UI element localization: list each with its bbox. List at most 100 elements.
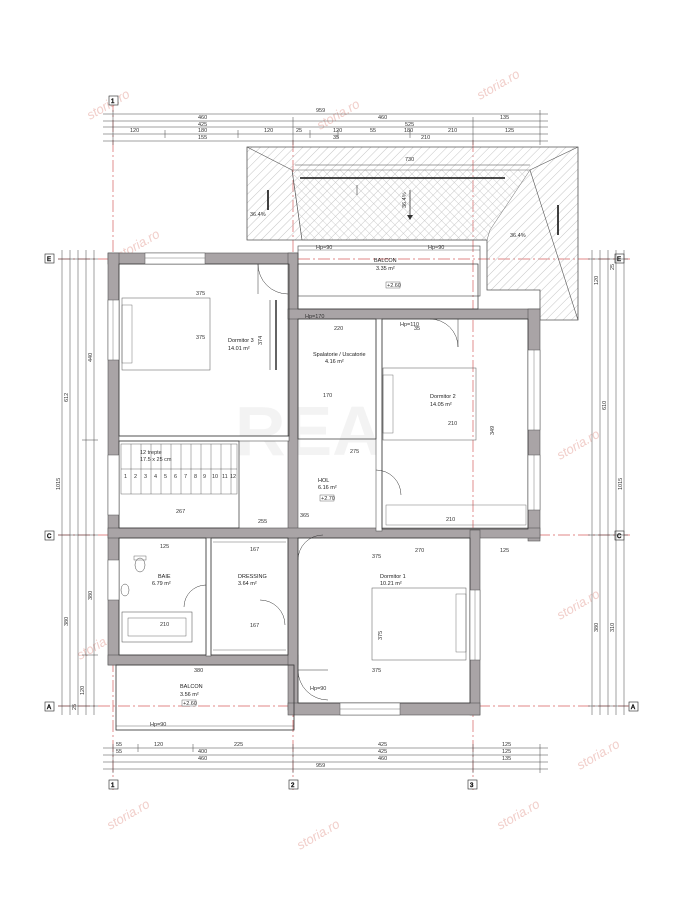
dim-label: 375 (372, 668, 381, 674)
dim-label: 120 (333, 128, 342, 134)
dim-label: 120 (130, 128, 139, 134)
dim-label: 35 (333, 135, 339, 141)
room-name: BALCON (180, 684, 203, 690)
room-name: HOL (318, 478, 329, 484)
dim-label: 612 (64, 393, 70, 402)
dim-label: 25 (610, 264, 616, 270)
dim-label: 167 (250, 547, 259, 553)
dim-label: 349 (490, 426, 496, 435)
watermark-text: storia.ro (294, 816, 342, 852)
axis-label-3: 3 (470, 783, 474, 789)
axis-label-a: A (47, 705, 51, 711)
dim-label: 460 (198, 756, 207, 762)
dim-label: 425 (378, 742, 387, 748)
step-number: 12 (230, 474, 236, 480)
level-tag: Hp=170 (305, 314, 324, 320)
roof-slope: 36.4% (510, 233, 526, 239)
dim-label: 380 (88, 591, 94, 600)
dim-label: 220 (334, 326, 343, 332)
watermark-text: storia.ro (554, 426, 602, 462)
dim-label: 1015 (618, 478, 624, 490)
right-dimension-labels: 610 1015 380 310 120 25 (594, 264, 624, 632)
level-tag: +2.70 (321, 496, 335, 502)
axis-label-e-right: E (617, 257, 621, 263)
dim-label: 375 (378, 631, 384, 640)
axis-label-2: 2 (291, 783, 295, 789)
dim-label: 440 (88, 353, 94, 362)
dim-label: 180 (198, 128, 207, 134)
room-name: BALCON (374, 258, 397, 264)
level-tag: Hp=110 (400, 322, 419, 328)
dim-label: 425 (198, 122, 207, 128)
dim-label: 460 (378, 756, 387, 762)
axis-label-a-right: A (631, 705, 635, 711)
room-area: 3.64 m² (238, 581, 257, 587)
dim-label: 120 (154, 742, 163, 748)
level-tag: +2.60 (183, 701, 197, 707)
dim-label: 155 (198, 135, 207, 141)
room-area: 3.56 m² (180, 692, 199, 698)
balcony-top: BALCON 3.35 m² +2.60 Hp=90 Hp=90 (297, 245, 481, 297)
step-number: 7 (184, 474, 187, 480)
dim-label: 365 (300, 513, 309, 519)
dim-label: 170 (323, 393, 332, 399)
stair-name: 12 trepte (140, 450, 162, 456)
room-area: 3.35 m² (376, 266, 395, 272)
dim-label: 400 (198, 749, 207, 755)
bottom-dimensions (103, 744, 548, 773)
dim-label: 25 (296, 128, 302, 134)
roof-slope: 36.4% (402, 192, 408, 208)
watermark-text: storia.ro (474, 66, 522, 102)
room-name: BAIE (158, 574, 171, 580)
watermark-text: storia.ro (494, 796, 542, 832)
room-spalatorie: Spalatorie / Uscatorie 4.16 m² 220 170 H… (305, 314, 366, 399)
axis-label-1-top: 1 (111, 99, 115, 105)
step-number: 3 (144, 474, 147, 480)
step-number: 9 (203, 474, 206, 480)
level-tag: Hp=90 (428, 245, 444, 251)
dim-label: 55 (116, 749, 122, 755)
roof-slope: 36.4% (250, 212, 266, 218)
level-tag: Hp=90 (316, 245, 332, 251)
dim-label: 125 (160, 544, 169, 550)
dim-label: 120 (80, 686, 86, 695)
bottom-dimension-labels: 55 120 225 425 125 55 400 425 125 460 46… (116, 742, 511, 769)
dim-label: 120 (264, 128, 273, 134)
dim-label: 210 (421, 135, 430, 141)
room-dressing: DRESSING 3.64 m² 167 167 (213, 541, 286, 651)
room-baie: BAIE 6.79 m² 125 210 (120, 544, 193, 643)
roof-plan: 730 36.4% 36.4% 36.4% (246, 146, 579, 321)
axis-markers: E C A E C A 1 1 2 3 (44, 95, 639, 790)
windows (107, 252, 541, 716)
step-number: 4 (154, 474, 157, 480)
dim-label: 167 (250, 623, 259, 629)
stair-labels: 12 trepte 17.5 x 25 cm 1 2 3 4 5 6 7 8 9… (124, 450, 236, 515)
dim-label: 135 (500, 115, 509, 121)
dim-label: 25 (72, 704, 78, 710)
dim-label: 35 (414, 326, 420, 332)
dim-label: 375 (372, 554, 381, 560)
axis-label-c: C (47, 534, 52, 540)
stair-detail: 17.5 x 25 cm (140, 457, 172, 463)
left-dimensions (58, 250, 98, 715)
room-area: 10.21 m² (380, 581, 402, 587)
window-lines (112, 257, 535, 710)
dim-label: 425 (378, 749, 387, 755)
step-number: 6 (174, 474, 177, 480)
room-area: 4.16 m² (325, 359, 344, 365)
dim-label: 267 (176, 509, 185, 515)
watermark-text: storia.ro (554, 586, 602, 622)
dim-label: 525 (405, 122, 414, 128)
watermark-logo: REA (235, 392, 383, 470)
level-tag: Hp=90 (150, 722, 166, 728)
dim-label: 180 (404, 128, 413, 134)
dim-label: 135 (502, 756, 511, 762)
roof-dim: 730 (405, 157, 414, 163)
dim-label: 210 (448, 128, 457, 134)
step-number: 5 (164, 474, 167, 480)
dim-label: 275 (350, 449, 359, 455)
dim-label: 125 (502, 749, 511, 755)
dim-label: 374 (258, 336, 264, 345)
top-dimension-labels: 959 460 460 135 425 525 120 180 120 25 1… (130, 108, 514, 141)
